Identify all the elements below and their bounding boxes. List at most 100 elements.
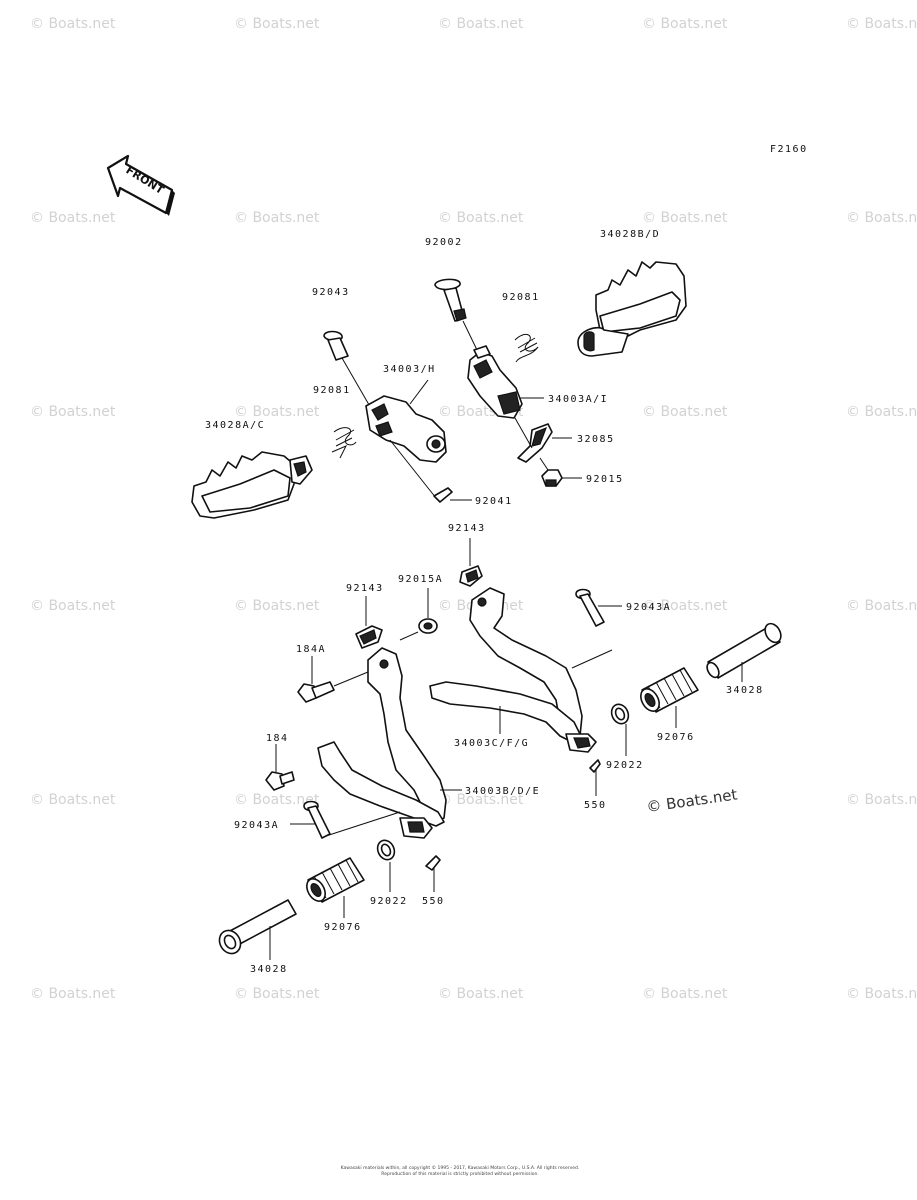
watermark: © Boats.net	[846, 210, 917, 226]
label-550-left: 550	[422, 896, 445, 907]
figure-code: F2160	[770, 144, 808, 155]
site-watermark: © Boats.net	[645, 785, 738, 816]
label-34028BD: 34028B/D	[600, 229, 660, 240]
watermark: © Boats.net	[234, 210, 320, 226]
label-92022-left: 92022	[370, 896, 408, 907]
nut-92015A	[418, 618, 438, 634]
pin-92043	[323, 330, 349, 361]
watermark: © Boats.net	[234, 598, 320, 614]
leader	[514, 417, 533, 449]
label-92143-top: 92143	[448, 523, 486, 534]
shaft-34028-right	[706, 622, 782, 679]
watermark: © Boats.net	[642, 210, 728, 226]
leader	[333, 671, 369, 687]
watermark: © Boats.net	[30, 404, 116, 420]
label-32085: 32085	[577, 434, 615, 445]
label-34028AC: 34028A/C	[205, 420, 265, 431]
watermark: © Boats.net	[30, 792, 116, 808]
watermark: © Boats.net	[30, 986, 116, 1002]
leader	[325, 811, 401, 837]
label-92076-left: 92076	[324, 922, 362, 933]
leader	[539, 457, 549, 471]
label-92081-right: 92081	[502, 292, 540, 303]
label-92043A-left: 92043A	[234, 820, 279, 831]
stay-34003BDE	[317, 647, 447, 839]
label-92076-right: 92076	[657, 732, 695, 743]
clip-92143-left	[355, 625, 383, 649]
watermark: © Boats.net	[438, 16, 524, 32]
watermark: © Boats.net	[642, 404, 728, 420]
label-34003H: 34003/H	[383, 364, 436, 375]
label-92081-left: 92081	[313, 385, 351, 396]
pin-92002	[434, 278, 467, 322]
washer-92022-left	[376, 839, 396, 861]
rubber-92076-left	[306, 857, 365, 903]
watermark: © Boats.net	[846, 986, 917, 1002]
front-arrow-icon: FRONT	[106, 154, 175, 216]
watermark: © Boats.net	[438, 210, 524, 226]
spring-92081-left	[331, 427, 357, 459]
watermark: © Boats.net	[234, 986, 320, 1002]
label-34003CFG: 34003C/F/G	[454, 738, 529, 749]
watermark: © Boats.net	[846, 16, 917, 32]
watermark: © Boats.net	[846, 404, 917, 420]
leader	[462, 320, 479, 353]
watermark: © Boats.net	[30, 598, 116, 614]
watermark: © Boats.net	[234, 404, 320, 420]
bracket-34003H	[365, 395, 447, 463]
rubber-92076-right	[640, 667, 699, 713]
leader	[571, 649, 613, 669]
label-92022-right: 92022	[606, 760, 644, 771]
copyright-line: Kawasaki materials within, all copyright…	[340, 1166, 580, 1171]
label-34028-left: 34028	[250, 964, 288, 975]
pin-92043A-left	[303, 800, 331, 839]
bracket-34003AI	[467, 345, 523, 419]
cotter-550-right	[589, 759, 601, 773]
footpeg-34028AC	[191, 451, 313, 519]
label-34028-right: 34028	[726, 685, 764, 696]
label-550-right: 550	[584, 800, 607, 811]
watermark: © Boats.net	[234, 16, 320, 32]
copyright-notice: Kawasaki materials within, all copyright…	[300, 1166, 620, 1178]
label-92143-left: 92143	[346, 583, 384, 594]
washer-92022-right	[610, 703, 630, 725]
watermark-layer: © Boats.net © Boats.net © Boats.net © Bo…	[30, 16, 917, 1002]
watermark: © Boats.net	[234, 792, 320, 808]
watermark: © Boats.net	[438, 986, 524, 1002]
label-92015: 92015	[586, 474, 624, 485]
watermark: © Boats.net	[846, 598, 917, 614]
label-92043: 92043	[312, 287, 350, 298]
leader	[399, 631, 419, 641]
shaft-34028-left	[218, 899, 297, 955]
watermark: © Boats.net	[438, 792, 524, 808]
label-184: 184	[266, 733, 289, 744]
part-labels: 92002 34028B/D 92043 92081 34003/H 34003…	[205, 229, 764, 975]
label-92002: 92002	[425, 237, 463, 248]
watermark: © Boats.net	[30, 210, 116, 226]
label-34003AI: 34003A/I	[548, 394, 608, 405]
footpeg-34028BD	[577, 261, 687, 357]
part-32085	[517, 423, 553, 463]
spring-92081-right	[514, 333, 539, 363]
label-92015A: 92015A	[398, 574, 443, 585]
clip-92143-top	[459, 565, 483, 587]
label-92041: 92041	[475, 496, 513, 507]
leader	[409, 379, 429, 405]
label-184A: 184A	[296, 644, 326, 655]
leader	[389, 439, 437, 499]
pin-92043A-right	[575, 588, 605, 627]
watermark: © Boats.net	[642, 986, 728, 1002]
cotter-92041	[433, 487, 453, 503]
nut-92015	[541, 469, 563, 487]
label-34003BDE: 34003B/D/E	[465, 786, 540, 797]
leader	[341, 357, 373, 411]
label-92043A-right: 92043A	[626, 602, 671, 613]
cotter-550-left	[425, 855, 441, 871]
bolt-184	[265, 771, 295, 791]
watermark: © Boats.net	[642, 598, 728, 614]
bolt-184A	[297, 681, 335, 703]
stay-34003CFG	[429, 587, 597, 753]
copyright-line: Reproduction of this material is strictl…	[381, 1172, 539, 1177]
watermark: © Boats.net	[642, 16, 728, 32]
